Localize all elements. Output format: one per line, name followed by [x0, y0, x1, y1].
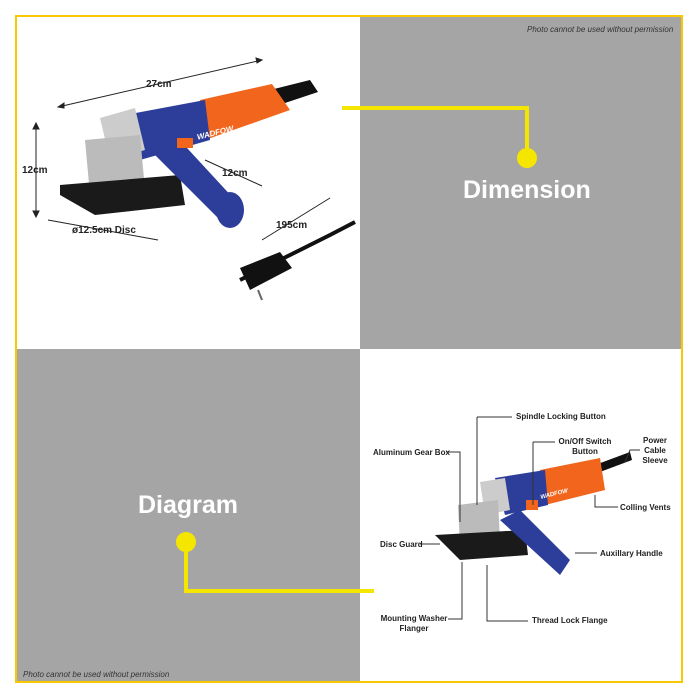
angle-grinder-image-bottom [435, 452, 632, 575]
height-label: 12cm [22, 165, 48, 176]
handle-label: 12cm [222, 168, 248, 179]
dimension-connector-dot [517, 148, 537, 168]
watermark-top: Photo cannot be used without permission [527, 25, 674, 34]
part-spindle-locking-button: Spindle Locking Button [516, 412, 606, 421]
watermark-bottom: Photo cannot be used without permission [23, 670, 170, 679]
part-auxiliary-handle: Auxillary Handle [600, 549, 663, 558]
disc-label: ø12.5cm Disc [72, 225, 136, 236]
part-mounting-washer: Mounting Washer Flanger [380, 614, 448, 633]
length-label: 27cm [146, 79, 172, 90]
part-aluminum-gear-box: Aluminum Gear Box [373, 448, 450, 457]
part-cooling-vents: Colling Vents [620, 503, 671, 512]
dimension-title: Dimension [463, 176, 591, 204]
diagram-connector-dot [176, 532, 196, 552]
part-power-cable-sleeve: Power Cable Sleeve [642, 436, 668, 465]
dimension-connector-line [342, 106, 529, 155]
diagram-title-panel [16, 349, 360, 683]
dimension-title-panel [360, 16, 683, 349]
part-disc-guard: Disc Guard [380, 540, 423, 549]
yellow-frame [15, 15, 683, 683]
diagram-title: Diagram [138, 491, 239, 519]
diagram-connector-line [184, 543, 374, 593]
angle-grinder-image-top [60, 80, 356, 301]
part-thread-lock-flange: Thread Lock Flange [532, 616, 608, 625]
cable-label: 195cm [276, 220, 308, 231]
part-on-off-switch: On/Off Switch Button [558, 437, 612, 456]
